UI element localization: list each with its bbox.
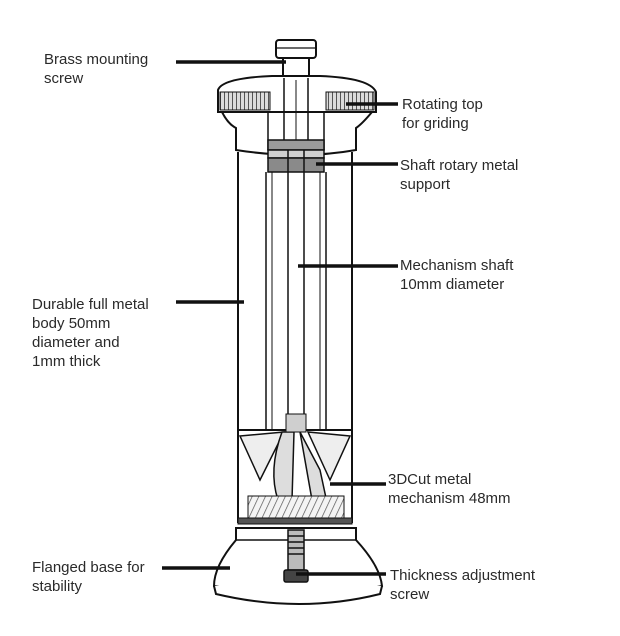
rotating-top xyxy=(217,75,377,156)
leader-lines xyxy=(162,60,398,576)
brass-mounting-screw xyxy=(275,39,317,79)
cut-mechanism xyxy=(237,413,353,525)
shaft-rotary-support xyxy=(267,139,325,173)
mechanism-shaft xyxy=(287,80,305,430)
metal-body xyxy=(237,152,353,430)
